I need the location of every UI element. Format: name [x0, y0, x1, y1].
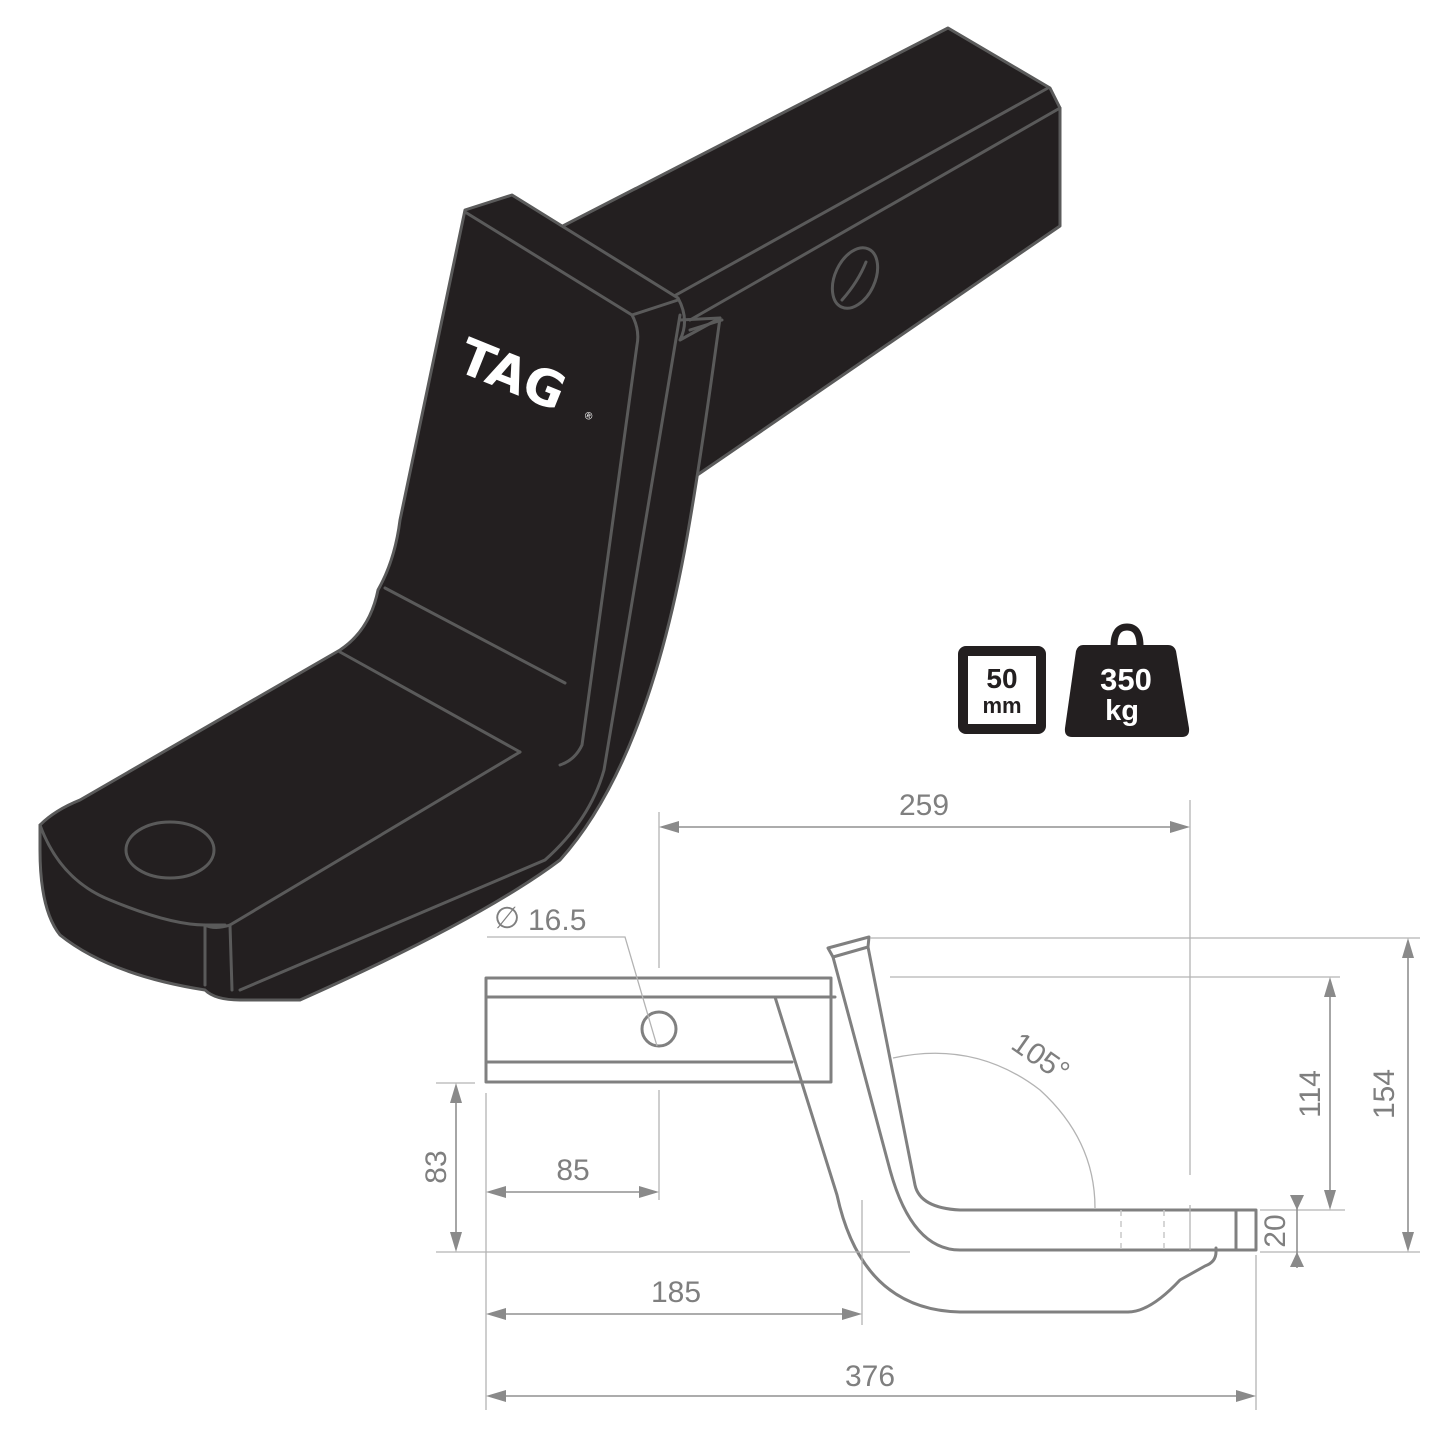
dimension-83: 83 — [420, 1083, 462, 1252]
svg-text:kg: kg — [1105, 695, 1139, 727]
dimension-20: 20 — [1259, 1195, 1304, 1268]
svg-text:®: ® — [581, 410, 594, 424]
svg-text:185: 185 — [651, 1276, 701, 1309]
svg-text:259: 259 — [899, 789, 949, 822]
svg-text:mm: mm — [982, 693, 1021, 718]
dimension-angle: 105° — [1006, 1026, 1076, 1089]
dimension-185: 185 — [486, 1276, 862, 1320]
svg-text:114: 114 — [1294, 1070, 1327, 1118]
svg-text:350: 350 — [1100, 662, 1152, 697]
extension-lines — [436, 800, 1420, 1410]
dimension-hole-diameter: ∅ 16.5 — [494, 902, 586, 937]
dimension-376: 376 — [486, 1360, 1256, 1402]
side-profile-drawing — [484, 935, 1258, 1314]
dimension-114: 114 — [1294, 977, 1336, 1210]
svg-text:154: 154 — [1368, 1069, 1401, 1119]
dimension-154: 154 — [1368, 938, 1414, 1252]
svg-text:∅: ∅ — [494, 902, 520, 935]
load-rating-badge: 350 kg — [1064, 623, 1190, 737]
svg-text:20: 20 — [1259, 1214, 1292, 1247]
svg-text:376: 376 — [845, 1360, 895, 1393]
svg-text:50: 50 — [986, 663, 1017, 694]
shank-hole — [640, 1010, 678, 1048]
svg-text:16.5: 16.5 — [528, 904, 586, 937]
tongue-body — [38, 193, 724, 1002]
towball-mount-illustration: TAG ® — [38, 26, 1062, 1002]
svg-text:85: 85 — [556, 1154, 589, 1187]
dimension-259: 259 — [659, 789, 1190, 833]
svg-text:105°: 105° — [1006, 1026, 1076, 1089]
weight-icon — [1064, 645, 1190, 737]
shank-pin-hole — [830, 246, 880, 310]
ball-size-badge: 50 mm — [958, 646, 1046, 734]
ball-mount-hole — [124, 820, 216, 880]
dimension-85: 85 — [486, 1154, 659, 1198]
svg-text:83: 83 — [420, 1150, 453, 1183]
